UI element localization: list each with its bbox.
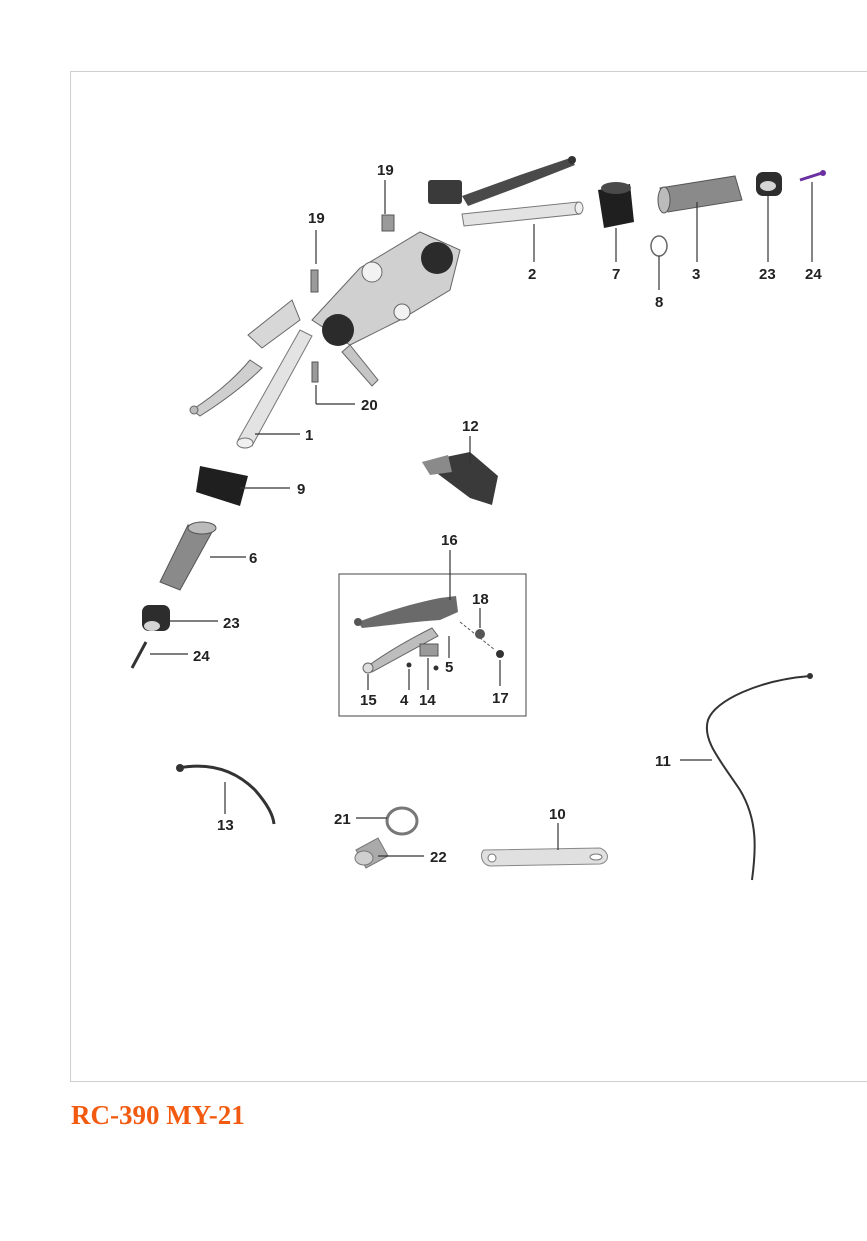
- callout-21: 21: [334, 811, 351, 828]
- callout-23-right: 23: [759, 266, 776, 283]
- clutch-lever-assembly: [354, 596, 504, 674]
- callout-2: 2: [528, 266, 536, 283]
- callout-17: 17: [492, 690, 509, 707]
- callout-8: 8: [655, 294, 663, 311]
- callout-22: 22: [430, 849, 447, 866]
- o-ring-21: [385, 806, 419, 836]
- callout-23-left: 23: [223, 615, 240, 632]
- callout-20: 20: [361, 397, 378, 414]
- diagram-frame: [70, 71, 867, 1082]
- callout-11: 11: [655, 753, 671, 770]
- detail-box: [338, 573, 527, 717]
- callout-4: 4: [400, 692, 409, 709]
- callout-19-lower: 19: [308, 210, 325, 227]
- grip-weight-left: [196, 466, 248, 506]
- callout-3: 3: [692, 266, 700, 283]
- grip-weight-right: [598, 182, 634, 228]
- grip-left: [159, 521, 217, 591]
- throttle-grip-right: [657, 175, 743, 214]
- callout-1: 1: [305, 427, 313, 444]
- callout-12: 12: [462, 418, 479, 435]
- hose-13: [176, 764, 276, 825]
- leader-lines: [150, 180, 813, 857]
- cable-11: [705, 673, 813, 881]
- callout-24-right: 24: [805, 266, 822, 283]
- callout-15: 15: [360, 692, 377, 709]
- callout-9: 9: [297, 481, 305, 498]
- callout-14: 14: [419, 692, 436, 709]
- callout-7: 7: [612, 266, 620, 283]
- sleeve-22: [354, 837, 389, 869]
- bar-end-left: [142, 605, 170, 631]
- callout-10: 10: [549, 806, 566, 823]
- callout-13: 13: [217, 817, 234, 834]
- callout-19-upper: 19: [377, 162, 394, 179]
- callout-18: 18: [472, 591, 489, 608]
- triple-clamp-assembly: [189, 156, 584, 449]
- callout-16: 16: [441, 532, 458, 549]
- callout-24-left: 24: [193, 648, 210, 665]
- model-title: RC-390 MY-21: [71, 1100, 245, 1130]
- o-ring-right: [650, 235, 668, 257]
- bar-end-screw-left: [130, 641, 148, 669]
- bar-end-right: [756, 172, 782, 196]
- flat-bracket-10: [481, 847, 608, 867]
- bar-end-screw-right: [799, 170, 826, 182]
- callout-5: 5: [445, 659, 453, 676]
- callout-6: 6: [249, 550, 257, 567]
- reservoir-cover: [422, 452, 498, 505]
- callout-labels: 1 2 3 4 5 6 7 8 9 10 11 12 13 14 15 16 1…: [193, 162, 822, 866]
